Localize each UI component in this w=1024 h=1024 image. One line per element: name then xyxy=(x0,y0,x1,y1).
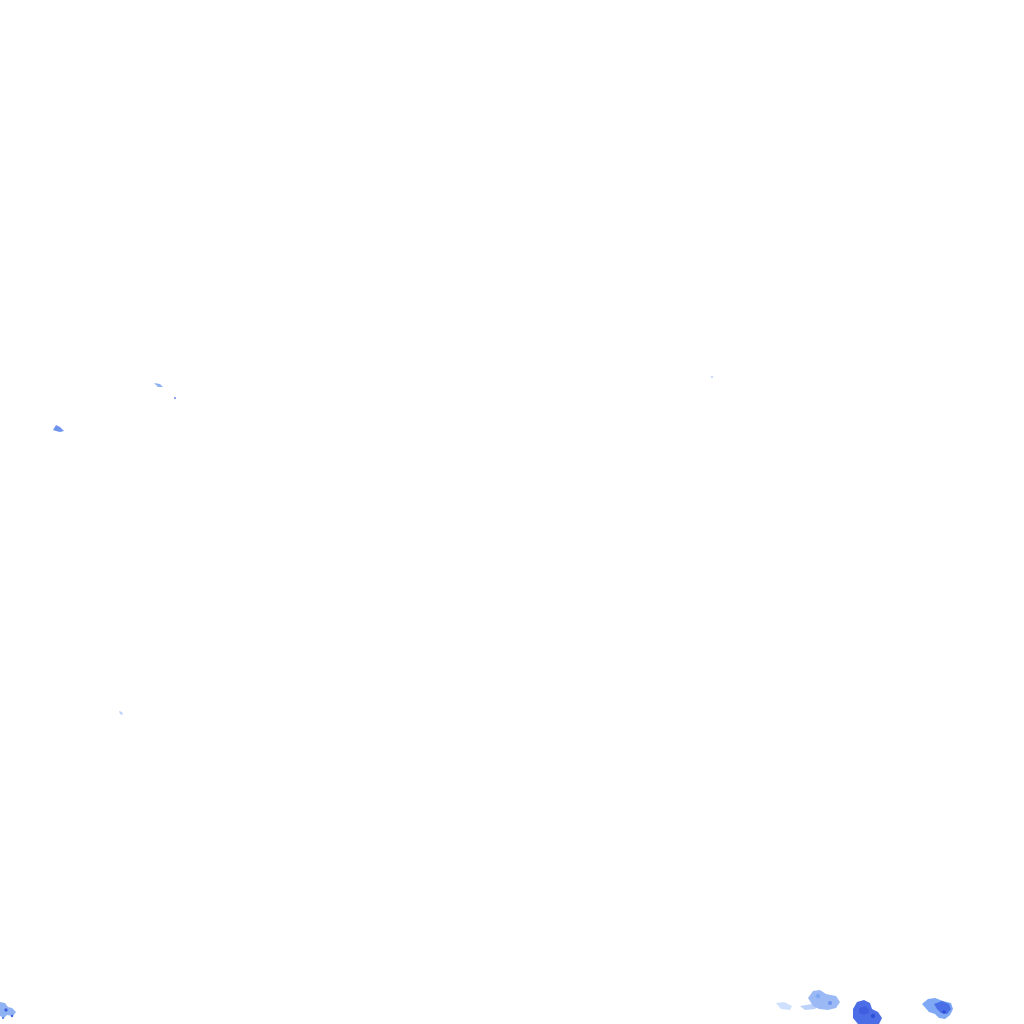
echo-se-cluster-moderate xyxy=(808,990,840,1010)
echo-se-cluster-east xyxy=(922,998,953,1019)
echo-nw-speck-1 xyxy=(154,383,176,399)
echo-nw-speck-2 xyxy=(53,425,64,432)
echo-center-speck xyxy=(710,375,714,379)
echo-se-cluster-heavy xyxy=(853,1000,882,1024)
radar-echoes xyxy=(0,375,953,1024)
echo-sw-edge-cluster xyxy=(0,1002,16,1020)
echo-west-speck xyxy=(119,711,123,715)
